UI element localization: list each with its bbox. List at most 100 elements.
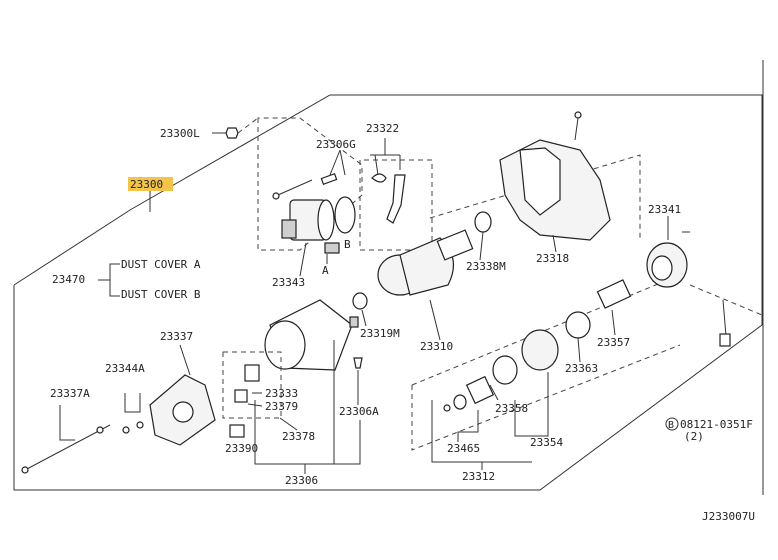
clip-23306G	[320, 173, 338, 185]
leader-23337	[179, 344, 191, 376]
label-23470: 23470	[52, 273, 85, 286]
solenoid-group-box	[257, 117, 363, 251]
lever-23322	[386, 174, 406, 224]
terminal-23306G	[272, 192, 280, 200]
leader-23319M	[361, 309, 367, 327]
ring-23465-b	[443, 404, 451, 412]
pinion-23354	[521, 329, 559, 371]
highlight-23300	[128, 177, 173, 191]
bracket-23344A	[124, 393, 141, 413]
label-23322: 23322	[366, 122, 399, 135]
through-bolt-head	[21, 466, 29, 474]
ring-23465-a	[453, 394, 467, 410]
marker-a-solenoid: A	[322, 264, 329, 277]
label-23319M: 23319M	[360, 327, 400, 340]
marker-b-circle: B	[668, 420, 674, 431]
solenoid-plate	[324, 242, 340, 254]
label-23306G: 23306G	[316, 138, 356, 151]
label-23354: 23354	[530, 436, 563, 449]
label-23337: 23337	[160, 330, 193, 343]
through-bolt-23337A	[24, 424, 111, 471]
leader-23306G-b	[339, 149, 346, 176]
label-08121: 08121-0351F	[680, 418, 753, 431]
ring-23363	[565, 311, 591, 339]
leader-23306	[254, 400, 361, 465]
collar-23354	[492, 355, 518, 385]
brush-group-box	[222, 351, 282, 419]
wire-23306G	[277, 179, 313, 196]
label-23318: 23318	[536, 252, 569, 265]
label-23300[interactable]: 23300	[130, 178, 163, 191]
yoke-face	[264, 320, 306, 370]
label-23357: 23357	[597, 336, 630, 349]
leader-23378	[279, 417, 298, 431]
leader-23358	[489, 384, 499, 401]
assembly-boundary-left	[13, 209, 131, 286]
bolt-08121	[722, 299, 727, 337]
spring-23465	[465, 375, 495, 405]
label-23390: 23390	[225, 442, 258, 455]
spring-23322	[371, 173, 387, 183]
label-23341: 23341	[648, 203, 681, 216]
bracket-23470	[109, 263, 120, 297]
solenoid-terminal	[281, 219, 297, 239]
label-dust-cover-a: DUST COVER A	[121, 258, 201, 271]
solenoid-plunger	[334, 196, 356, 234]
label-23300L: 23300L	[160, 127, 200, 140]
label-23337A: 23337A	[50, 387, 90, 400]
housing-bolt-head	[574, 111, 582, 119]
part-23390	[229, 424, 245, 438]
label-23363: 23363	[565, 362, 598, 375]
gear-group-bottom	[411, 344, 681, 451]
label-23306A: 23306A	[339, 405, 379, 418]
label-23343: 23343	[272, 276, 305, 289]
leader-23318	[552, 234, 557, 253]
leader-23363	[577, 337, 581, 363]
yoke-brush	[349, 316, 359, 328]
end-cover-hole	[651, 255, 673, 281]
label-23344A: 23344A	[105, 362, 145, 375]
label-23333: 23333	[265, 387, 298, 400]
bearing-23338M	[474, 211, 492, 233]
label-23358: 23358	[495, 402, 528, 415]
assembly-boundary	[13, 94, 763, 491]
leader-23338M	[479, 231, 484, 261]
brush-23333	[244, 364, 260, 382]
solenoid-cap	[317, 199, 335, 241]
armature-core	[399, 237, 455, 296]
bolt-08121-head	[719, 333, 731, 347]
bolt-dash	[689, 284, 763, 316]
armature-shaft	[436, 229, 474, 261]
diagram-code: J233007U	[702, 510, 755, 523]
through-bolt-washer	[96, 426, 104, 434]
leader-23357	[611, 309, 616, 336]
circle-b-08121	[665, 417, 679, 431]
leader-23322-a	[374, 154, 379, 176]
leader-23354	[514, 372, 549, 437]
bracket-23337A	[59, 405, 75, 441]
rear-cover-boss	[172, 401, 194, 423]
label-23306: 23306	[285, 474, 318, 487]
label-23312: 23312	[462, 470, 495, 483]
housing-group-line	[429, 154, 641, 240]
screw-23344A-a	[122, 426, 130, 434]
gear-group-top	[411, 274, 681, 386]
marker-b-solenoid: B	[344, 238, 351, 251]
housing-bolt	[574, 117, 579, 141]
bearing-23319M	[352, 292, 368, 310]
gear-housing-front	[519, 147, 561, 216]
label-23338M: 23338M	[466, 260, 506, 273]
label-23310: 23310	[420, 340, 453, 353]
screw-23344A-b	[136, 421, 144, 429]
leader-23312	[431, 400, 532, 463]
leader-23310	[429, 299, 441, 341]
leader-23306G-a	[329, 149, 341, 176]
label-08121-qty: (2)	[684, 430, 704, 443]
label-dust-cover-b: DUST COVER B	[121, 288, 201, 301]
label-23379: 23379	[265, 400, 298, 413]
label-23378: 23378	[282, 430, 315, 443]
shaft-23357	[596, 279, 632, 309]
clip-23306A	[353, 357, 363, 369]
leader-23343	[299, 242, 307, 277]
